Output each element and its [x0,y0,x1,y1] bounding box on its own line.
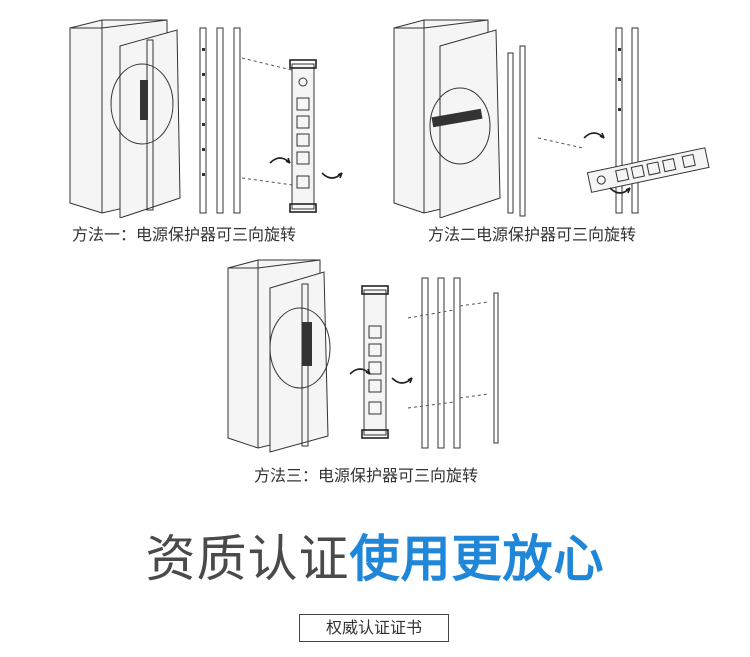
method-3-caption: 方法三：电源保护器可三向旋转 [254,466,479,485]
slogan-part-1: 资质认证 [145,530,350,588]
method-1-caption: 方法一：电源保护器可三向旋转 [72,225,297,244]
method-2-diagram [388,18,718,218]
method-2-caption: 方法二电源保护器可三向旋转 [428,225,637,244]
certificate-label: 权威认证证书 [299,614,449,642]
method-2-illustration [393,19,710,218]
slogan-part-2: 使用更放心 [349,530,605,588]
qualification-slogan: 资质认证使用更放心 [0,526,750,592]
method-1-illustration [69,19,343,218]
method-3-diagram [222,258,522,453]
method-1-diagram [62,18,362,218]
method-3-illustration [227,259,499,453]
